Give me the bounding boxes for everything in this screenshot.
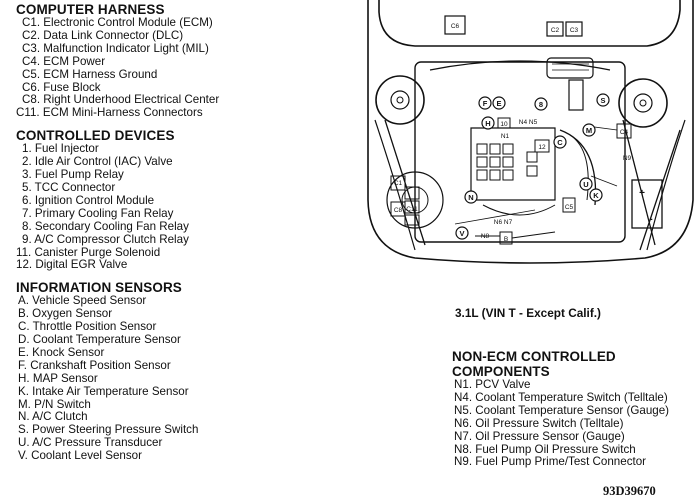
list-item: 6. Ignition Control Module bbox=[22, 193, 155, 207]
engine-compartment-diagram: C6 C2 C3 10 N1 N4 N5 12 C4 N9 C1 C8 C11 … bbox=[367, 0, 694, 264]
list-item: N1. PCV Valve bbox=[454, 378, 531, 391]
list-item: 12. Digital EGR Valve bbox=[16, 258, 128, 272]
non-ecm-heading-line1: NON-ECM CONTROLLED bbox=[452, 349, 616, 364]
information-sensors-section: INFORMATION SENSORS A. Vehicle Speed Sen… bbox=[16, 280, 356, 463]
k-label: K bbox=[593, 191, 599, 200]
list-item: S. Power Steering Pressure Switch bbox=[18, 423, 199, 437]
h-label: H bbox=[485, 119, 490, 128]
figure-reference: 93D39670 bbox=[603, 484, 656, 498]
list-item: U. A/C Pressure Transducer bbox=[18, 436, 163, 450]
information-sensors-heading: INFORMATION SENSORS bbox=[16, 280, 182, 296]
list-item: C5. ECM Harness Ground bbox=[22, 67, 158, 81]
controlled-devices-section: CONTROLLED DEVICES 1. Fuel Injector 2. I… bbox=[16, 128, 356, 272]
list-item: C2. Data Link Connector (DLC) bbox=[22, 28, 184, 42]
list-item: E. Knock Sensor bbox=[18, 345, 105, 359]
list-item: D. Coolant Temperature Sensor bbox=[18, 333, 181, 347]
list-item: C4. ECM Power bbox=[22, 54, 106, 68]
list-item: 8. Secondary Cooling Fan Relay bbox=[22, 219, 189, 233]
list-item: N7. Oil Pressure Sensor (Gauge) bbox=[454, 429, 625, 443]
list-item: C. Throttle Position Sensor bbox=[18, 320, 157, 334]
list-item: 2. Idle Air Control (IAC) Valve bbox=[22, 155, 173, 169]
c5-label: C5 bbox=[565, 204, 574, 211]
f-label: F bbox=[483, 99, 488, 108]
list-item: N. A/C Clutch bbox=[18, 410, 88, 424]
list-item: M. P/N Switch bbox=[18, 397, 91, 411]
c1-label: C1 bbox=[394, 180, 403, 187]
n8-circle-label: 8 bbox=[539, 100, 543, 109]
list-item: 1. Fuel Injector bbox=[22, 142, 99, 156]
list-item: 11. Canister Purge Solenoid bbox=[16, 245, 161, 259]
b-label: B bbox=[504, 236, 508, 243]
engine-caption: 3.1L (VIN T - Except Calif.) bbox=[455, 306, 601, 320]
s-label: S bbox=[600, 96, 605, 105]
c11-label: C11 bbox=[406, 206, 418, 213]
m-label: M bbox=[586, 126, 592, 135]
list-item: C3. Malfunction Indicator Light (MIL) bbox=[22, 41, 209, 55]
list-item: C1. Electronic Control Module (ECM) bbox=[22, 16, 213, 29]
battery-plus-label: + bbox=[639, 188, 645, 199]
n9-label: N9 bbox=[623, 155, 632, 162]
n1-label: N1 bbox=[501, 133, 510, 140]
list-item: N4. Coolant Temperature Switch (Telltale… bbox=[454, 390, 668, 404]
list-item: N8. Fuel Pump Oil Pressure Switch bbox=[454, 442, 636, 456]
v-label: V bbox=[459, 229, 464, 238]
c2-label: C2 bbox=[551, 27, 560, 34]
n12-label: 12 bbox=[538, 144, 546, 151]
c4-label: C4 bbox=[620, 129, 629, 136]
n6n7-label: N6 N7 bbox=[494, 219, 513, 226]
list-item: 5. TCC Connector bbox=[22, 180, 116, 194]
n8-label: N8 bbox=[481, 233, 490, 240]
list-item: N6. Oil Pressure Switch (Telltale) bbox=[454, 416, 624, 430]
list-item: C11. ECM Mini-Harness Connectors bbox=[16, 106, 203, 120]
list-item: F. Crankshaft Position Sensor bbox=[18, 358, 171, 372]
n4n5-label: N4 N5 bbox=[519, 119, 538, 126]
list-item: A. Vehicle Speed Sensor bbox=[18, 294, 147, 308]
list-item: 3. Fuel Pump Relay bbox=[22, 168, 124, 182]
non-ecm-section: NON-ECM CONTROLLED COMPONENTS N1. PCV Va… bbox=[452, 349, 700, 469]
c3-label: C3 bbox=[570, 27, 579, 34]
list-item: N5. Coolant Temperature Sensor (Gauge) bbox=[454, 403, 670, 417]
left-legend: COMPUTER HARNESS C1. Electronic Control … bbox=[16, 2, 356, 471]
c8-label: C8 bbox=[394, 207, 403, 214]
list-item: V. Coolant Level Sensor bbox=[18, 449, 142, 463]
n10-label: 10 bbox=[500, 121, 508, 128]
list-item: K. Intake Air Temperature Sensor bbox=[18, 384, 189, 398]
e-label: E bbox=[496, 99, 501, 108]
c6-label: C6 bbox=[451, 23, 460, 30]
c-label: C bbox=[557, 138, 563, 147]
list-item: 9. A/C Compressor Clutch Relay bbox=[22, 232, 189, 246]
n-label: N bbox=[468, 193, 473, 202]
list-item: C6. Fuse Block bbox=[22, 80, 101, 94]
list-item: 7. Primary Cooling Fan Relay bbox=[22, 206, 174, 220]
computer-harness-section: COMPUTER HARNESS C1. Electronic Control … bbox=[16, 2, 356, 120]
list-item: B. Oxygen Sensor bbox=[18, 307, 113, 321]
battery-minus-label: - bbox=[649, 214, 652, 225]
list-item: C8. Right Underhood Electrical Center bbox=[22, 93, 220, 107]
non-ecm-heading-line2: COMPONENTS bbox=[452, 364, 550, 379]
list-item: N9. Fuel Pump Prime/Test Connector bbox=[454, 455, 647, 469]
u-label: U bbox=[583, 180, 588, 189]
controlled-devices-heading: CONTROLLED DEVICES bbox=[16, 128, 175, 144]
list-item: H. MAP Sensor bbox=[18, 371, 98, 385]
computer-harness-heading: COMPUTER HARNESS bbox=[16, 2, 165, 17]
